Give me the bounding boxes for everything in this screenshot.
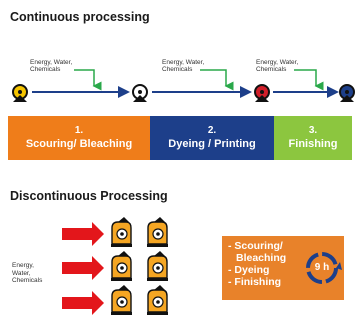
input-label-1: Energy, Water,Chemicals — [30, 59, 73, 73]
roller-icon-4 — [339, 84, 355, 102]
red-arrow-1 — [62, 222, 104, 246]
input-arrow-2 — [200, 69, 234, 91]
input-arrow-3 — [294, 69, 324, 91]
stage-dyeing-printing: 2. Dyeing / Printing — [150, 116, 274, 160]
discontinuous-title: Discontinuous Processing — [10, 189, 168, 203]
batch-input-label: Energy, Water, Chemicals — [12, 262, 43, 284]
stage-finishing: 3. Finishing — [274, 116, 352, 160]
batch-step: - Scouring/ — [228, 240, 283, 252]
batch-machine-icon — [110, 216, 133, 248]
roller-icon-3 — [254, 84, 270, 102]
batch-machine-icon — [110, 250, 133, 282]
input-arrow-1 — [74, 69, 102, 91]
cycle-time: 9 h — [314, 262, 330, 273]
red-arrow-2 — [62, 256, 104, 280]
batch-step: - Dyeing — [228, 264, 270, 276]
continuous-flow-diagram — [12, 69, 355, 102]
continuous-title: Continuous processing — [10, 10, 150, 24]
input-label-2: Energy, Water,Chemicals — [162, 59, 205, 73]
stage-scouring-bleaching: 1. Scouring/ Bleaching — [8, 116, 150, 160]
batch-step: - Finishing — [228, 276, 282, 288]
batch-step: Bleaching — [236, 252, 287, 264]
batch-machine-icon — [110, 284, 133, 316]
roller-icon-2 — [132, 84, 148, 102]
input-label-3: Energy, Water,Chemicals — [256, 59, 299, 73]
batch-machine-icon — [146, 250, 169, 282]
cycle-icon — [306, 252, 342, 284]
batch-machine-icon — [146, 284, 169, 316]
batch-machine-icon — [146, 216, 169, 248]
roller-icon-1 — [12, 84, 28, 102]
batch-process-box: - Scouring/ Bleaching - Dyeing - Finishi… — [222, 236, 344, 300]
red-arrow-3 — [62, 291, 104, 315]
